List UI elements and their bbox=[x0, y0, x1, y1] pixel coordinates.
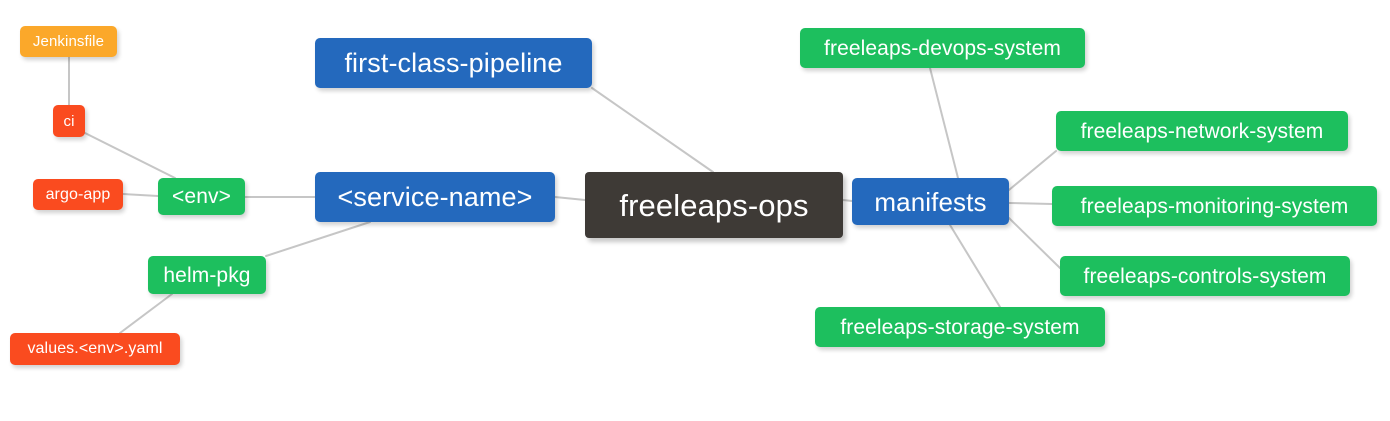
node-argo-app[interactable]: argo-app bbox=[33, 179, 123, 210]
edge-freeleaps-network-system-to-manifests bbox=[1008, 150, 1057, 191]
node-values-env-yaml[interactable]: values.<env>.yaml bbox=[10, 333, 180, 365]
edge-freeleaps-devops-system-to-manifests bbox=[929, 67, 959, 179]
edge-argo-app-to-env bbox=[122, 193, 159, 197]
edge-first-class-pipeline-to-freeleaps-ops bbox=[591, 87, 714, 173]
node-freeleaps-controls-system[interactable]: freeleaps-controls-system bbox=[1060, 256, 1350, 296]
node-env[interactable]: <env> bbox=[158, 178, 245, 215]
edge-service-name-to-freeleaps-ops bbox=[554, 196, 586, 201]
edge-freeleaps-monitoring-system-to-manifests bbox=[1008, 202, 1053, 205]
node-ci[interactable]: ci bbox=[53, 105, 85, 137]
node-service-name[interactable]: <service-name> bbox=[315, 172, 555, 222]
node-freeleaps-network-system[interactable]: freeleaps-network-system bbox=[1056, 111, 1348, 151]
node-freeleaps-storage-system[interactable]: freeleaps-storage-system bbox=[815, 307, 1105, 347]
node-helm-pkg[interactable]: helm-pkg bbox=[148, 256, 266, 294]
node-jenkinsfile[interactable]: Jenkinsfile bbox=[20, 26, 117, 57]
edge-freeleaps-storage-system-to-manifests bbox=[949, 224, 1001, 308]
edge-freeleaps-controls-system-to-manifests bbox=[1008, 217, 1061, 269]
node-manifests[interactable]: manifests bbox=[852, 178, 1009, 225]
edge-helm-pkg-to-service-name bbox=[265, 221, 371, 257]
edge-ci-to-env bbox=[84, 132, 176, 179]
edge-values-env-yaml-to-helm-pkg bbox=[119, 293, 173, 334]
node-freeleaps-monitoring-system[interactable]: freeleaps-monitoring-system bbox=[1052, 186, 1377, 226]
node-first-class-pipeline[interactable]: first-class-pipeline bbox=[315, 38, 592, 88]
edge-freeleaps-ops-to-manifests bbox=[842, 199, 853, 202]
node-freeleaps-devops-system[interactable]: freeleaps-devops-system bbox=[800, 28, 1085, 68]
node-freeleaps-ops[interactable]: freeleaps-ops bbox=[585, 172, 843, 238]
